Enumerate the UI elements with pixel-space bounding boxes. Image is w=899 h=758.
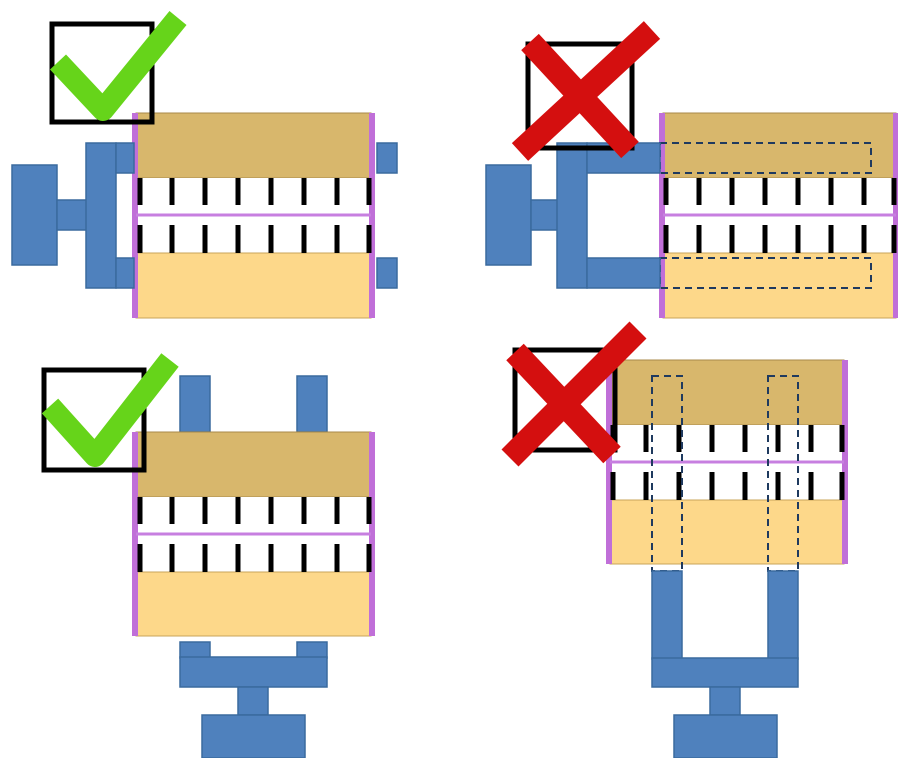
- clamp-knob: [201, 714, 306, 758]
- clamp-knob: [11, 164, 58, 266]
- clamp-jaw-top-left: [179, 375, 211, 433]
- sample-bottom-layer: [135, 252, 372, 319]
- verdict-box: [525, 41, 635, 151]
- clamp-jaw-lower: [115, 257, 135, 289]
- panel-top-left: [11, 11, 398, 319]
- sample-bottom-layer: [609, 499, 845, 565]
- verdict-box: [41, 367, 147, 473]
- clamp-knob: [485, 164, 532, 266]
- sample: [606, 359, 848, 572]
- teeth: [137, 178, 372, 253]
- sample: [132, 112, 375, 319]
- sample-left-edge: [659, 113, 665, 318]
- verdict-badge: [41, 353, 179, 473]
- sample-top-layer: [609, 359, 845, 426]
- panel-bottom-right: [501, 321, 848, 758]
- sample-right-edge: [842, 360, 848, 564]
- verdict-box: [512, 347, 618, 453]
- clamp-jaw-upper: [115, 142, 135, 174]
- sample-right-edge: [369, 113, 375, 318]
- teeth: [137, 497, 372, 572]
- clamp-bar: [179, 656, 328, 688]
- sample-left-edge: [132, 113, 138, 318]
- cross-mark-icon: [501, 321, 647, 467]
- sample-top-layer: [135, 431, 372, 498]
- sample: [659, 112, 898, 319]
- bottom-clamp: [651, 570, 799, 758]
- clamp-jaw-right-lower: [376, 257, 398, 289]
- clamp-stem: [709, 686, 741, 716]
- panel-top-right: [485, 21, 898, 319]
- verdict-box: [49, 21, 155, 125]
- sample-bottom-layer: [135, 571, 372, 637]
- clamp-jaw-bottom-right: [296, 641, 328, 659]
- verdict-badge: [49, 11, 187, 125]
- clamp-jaw-bottom-right: [767, 570, 799, 660]
- clamp-jaw-right-upper: [376, 142, 398, 174]
- clamp-jaw-top-right: [296, 375, 328, 433]
- sample-right-edge: [369, 432, 375, 636]
- clamp-jaw-bottom-left: [179, 641, 211, 659]
- side-clamp: [485, 142, 661, 289]
- clamp-jaw-bottom-left: [651, 570, 683, 660]
- panel-bottom-left: [41, 353, 375, 758]
- check-mark-icon: [41, 353, 179, 467]
- clamp-stem: [530, 199, 559, 231]
- clamp-stem: [237, 686, 269, 716]
- sample-bottom-layer: [662, 252, 897, 319]
- teeth: [663, 178, 897, 253]
- bottom-clamp: [179, 641, 328, 758]
- clamp-jaw-lower: [586, 257, 661, 289]
- clamp-knob: [673, 714, 778, 758]
- clamp-bar: [556, 142, 588, 289]
- sample: [132, 431, 375, 637]
- bottom-clamp-upper-jaws: [179, 375, 328, 433]
- verdict-badge: [501, 321, 647, 467]
- clamp-stem: [56, 199, 88, 231]
- sample-top-layer: [135, 112, 372, 179]
- clamp-bar: [85, 142, 117, 289]
- side-clamp: [11, 142, 398, 289]
- cross-mark-icon: [511, 21, 661, 161]
- verdict-badge: [511, 21, 661, 161]
- sample-top-layer: [662, 112, 897, 179]
- sample-left-edge: [132, 432, 138, 636]
- check-mark-icon: [49, 11, 187, 121]
- sample-left-edge: [606, 360, 612, 564]
- clamp-bar: [651, 657, 799, 688]
